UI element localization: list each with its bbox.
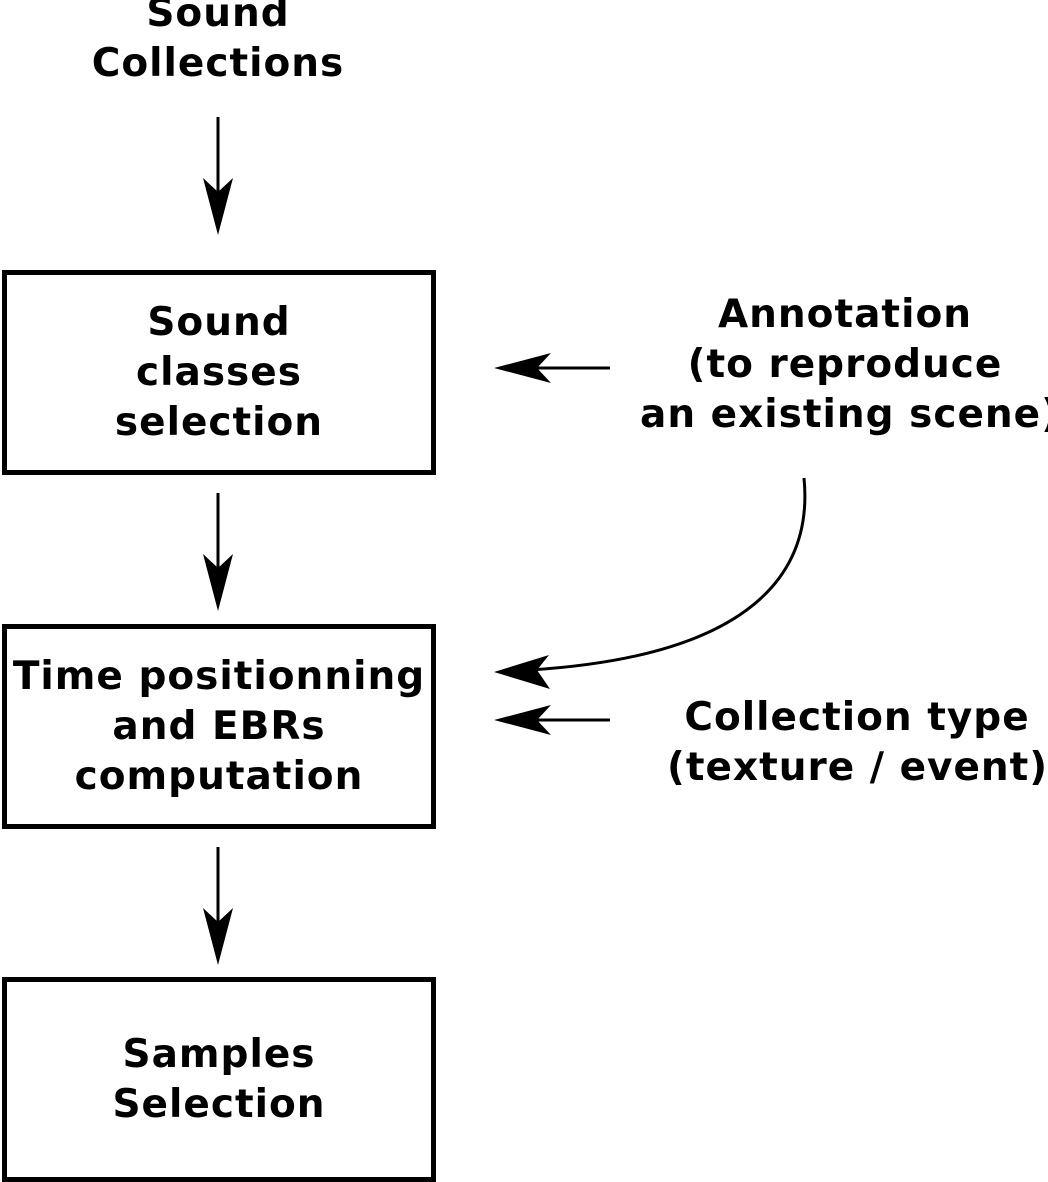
box-2-line-2: and EBRs: [112, 703, 326, 749]
sound-classes-selection-box: Sound classes selection: [2, 270, 436, 475]
box-2-line-1: Time positionning: [12, 653, 426, 699]
time-positioning-box: Time positionning and EBRs computation: [2, 624, 436, 829]
sound-collections-line-2: Collections: [91, 41, 345, 86]
box-1-line-3: selection: [114, 399, 324, 445]
annotation-label: Annotation (to reproduce an existing sce…: [640, 290, 1048, 440]
collection-type-label: Collection type (texture / event): [667, 693, 1047, 793]
box-3-line-2: Selection: [112, 1081, 326, 1127]
arrow-classes-to-positioning: [203, 493, 233, 611]
sound-collections-label: Sound Collections: [18, 0, 418, 89]
samples-selection-label: Samples Selection: [112, 1030, 325, 1130]
box-2-line-3: computation: [74, 753, 364, 799]
annotation-line-1: Annotation: [717, 292, 973, 337]
collection-type-line-1: Collection type: [684, 695, 1030, 740]
samples-selection-box: Samples Selection: [2, 977, 436, 1182]
annotation-line-3: an existing scene): [640, 392, 1048, 437]
annotation-line-2: (to reproduce: [687, 342, 1003, 387]
sound-classes-selection-label: Sound classes selection: [115, 298, 323, 448]
arrow-annotation-to-classes: [494, 353, 610, 383]
box-1-line-1: Sound: [147, 299, 291, 345]
collection-type-line-2: (texture / event): [667, 745, 1048, 790]
sound-collections-line-1: Sound: [146, 0, 290, 36]
arrow-positioning-to-samples: [203, 847, 233, 965]
time-positioning-label: Time positionning and EBRs computation: [13, 652, 425, 802]
arrow-collections-to-classes: [203, 117, 233, 235]
box-1-line-2: classes: [136, 349, 302, 395]
arrow-collection-type-to-positioning: [494, 705, 610, 735]
arrow-annotation-to-positioning: [494, 477, 807, 689]
box-3-line-1: Samples: [122, 1031, 316, 1077]
